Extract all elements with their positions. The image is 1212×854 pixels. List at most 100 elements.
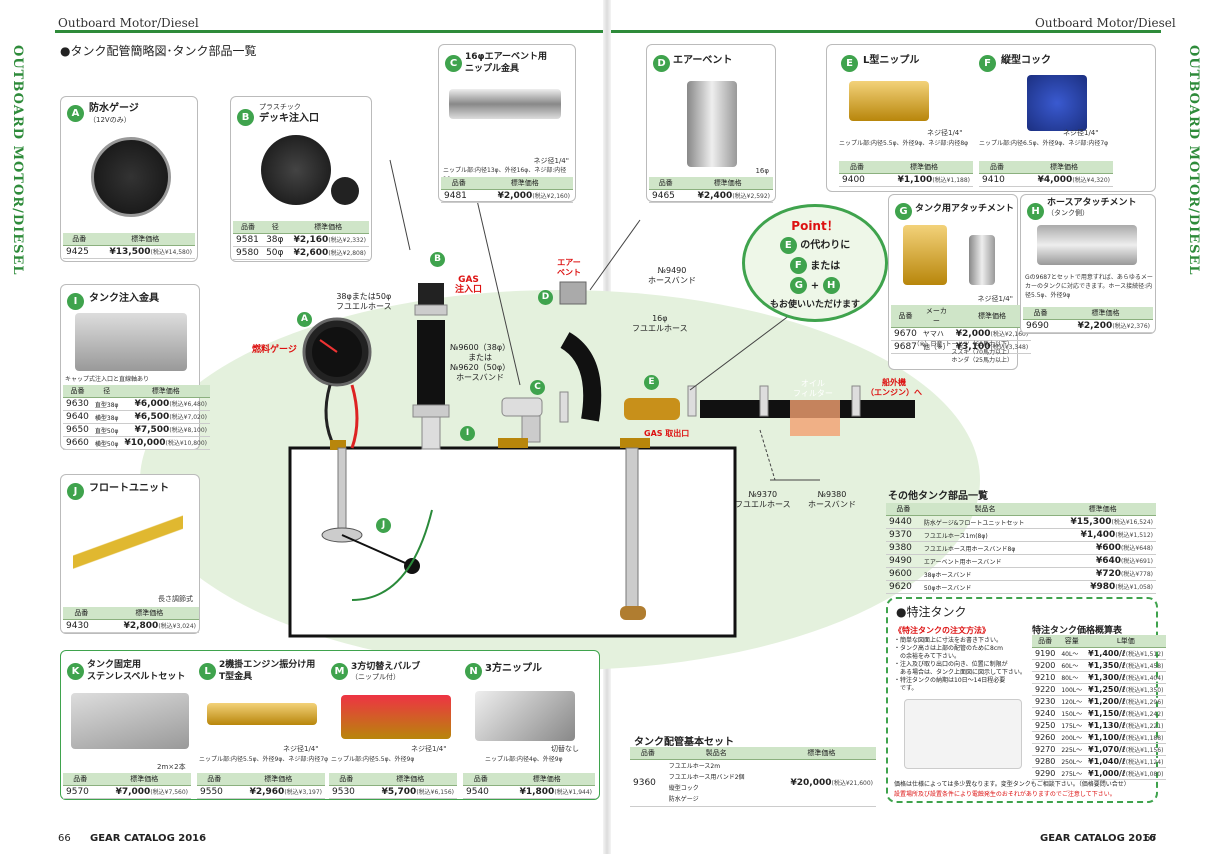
- product-price: ¥10,000: [124, 438, 166, 448]
- product-e-note2: ニップル部:内径5.5φ、外径9φ、ネジ部:内径8φ: [839, 140, 969, 147]
- badge-b: B: [237, 109, 254, 126]
- outboard-label: 船外機 （エンジン）へ: [866, 378, 922, 397]
- product-code: 9530: [329, 785, 364, 799]
- product-price: ¥2,400: [697, 191, 733, 201]
- th-code: 品番: [630, 747, 666, 760]
- point-title: Point！: [791, 219, 839, 233]
- others-tax: (税込¥648): [1121, 545, 1153, 552]
- product-h-note: Gの9687とセットで用意すれば、あらゆるメーカーのタンクに対応できます。ホース…: [1025, 274, 1153, 299]
- order-line: ある場合は、タンク上面図に図示して下さい。: [894, 669, 1026, 676]
- order-line: です。: [894, 685, 918, 692]
- others-name: 38φホースバンド: [920, 567, 1050, 581]
- th-price: 標準価格: [766, 747, 876, 760]
- order-line: ・注入及び取り出口の向き、位置に制限が: [894, 661, 1008, 668]
- others-tax: (税込¥1,058): [1115, 584, 1153, 591]
- product-tax: (税込¥8,100): [169, 427, 207, 434]
- product-code: 9430: [63, 619, 100, 633]
- diagram-pin-c: C: [530, 380, 545, 395]
- product-code: 9540: [463, 785, 499, 799]
- diagram-pin-a: A: [297, 312, 312, 327]
- badge-h: H: [1027, 203, 1044, 220]
- special-foot2: 設置場所及び設置条件により電蝕発生のおそれがありますのでご注意して下さい。: [894, 791, 1116, 798]
- product-dia: 直型50φ: [91, 423, 122, 437]
- th-price: 標準価格: [1015, 161, 1113, 174]
- calc-tax: (税込¥1,512): [1125, 651, 1164, 658]
- deck-cap-image: [331, 177, 359, 205]
- product-l-note2: ニップル部:内径5.5φ、外径9φ、ネジ部:内径7φ: [199, 756, 329, 763]
- calc-tax: (税込¥1,124): [1125, 759, 1164, 766]
- product-code: 9570: [63, 785, 98, 799]
- others-price: ¥640: [1095, 556, 1122, 566]
- three-way-valve-image: [341, 695, 451, 739]
- gas-outlet-label: GAS 取出口: [644, 429, 690, 438]
- product-tax: (税込¥6,156): [416, 789, 454, 796]
- product-card-ef: E L型ニップル ネジ径1/4" ニップル部:内径5.5φ、外径9φ、ネジ部:内…: [826, 44, 1156, 192]
- nipple-fitting-image: [449, 89, 561, 119]
- product-a-price-table: 品番標準価格 9425¥13,500(税込¥14,580): [63, 233, 195, 259]
- badge-a: A: [67, 105, 84, 122]
- product-tax: (税込¥2,160): [990, 331, 1029, 338]
- product-h-price-table: 品番標準価格 9690¥2,200(税込¥2,376): [1023, 307, 1153, 333]
- steel-belt-image: [71, 693, 189, 749]
- product-k-price-table: 品番標準価格 9570¥7,000(税込¥7,560): [63, 773, 191, 799]
- tank-sketch-image: [904, 699, 1022, 769]
- special-order-title: 《特注タンクの注文方法》: [894, 626, 990, 635]
- product-n-note1: 切替なし: [551, 745, 579, 753]
- product-price: ¥2,960: [249, 787, 285, 797]
- point-badge-f: F: [789, 257, 807, 274]
- order-line: ・特注タンクの納期は10日～14日程必要: [894, 677, 1006, 684]
- th-code: 品番: [63, 773, 98, 786]
- product-g-foot: （※）日産･トーハツ（60馬力以下） スズキ（70馬力以上） ホンダ（25馬力以…: [913, 341, 1013, 364]
- badge-d: D: [653, 55, 670, 72]
- point-line2: または: [810, 260, 841, 272]
- th-name: 製品名: [665, 747, 767, 760]
- product-h-title: ホースアタッチメント: [1047, 198, 1137, 208]
- others-code: 9380: [886, 541, 921, 555]
- calc-tax: (税込¥1,458): [1125, 663, 1164, 670]
- product-e-note1: ネジ径1/4": [927, 129, 963, 137]
- fittings-panel: K タンク固定用 ステンレスベルトセット 2m×2本 品番標準価格 9570¥7…: [60, 650, 600, 800]
- product-price: ¥13,500: [109, 247, 151, 257]
- product-price: ¥6,500: [134, 412, 170, 422]
- th-price: 標準価格: [97, 773, 191, 786]
- basic-price: ¥20,000: [790, 778, 832, 788]
- l-nipple-image: [849, 81, 929, 121]
- tank-filler-image: [75, 313, 187, 371]
- side-title-left: OUTBOARD MOTOR/DIESEL: [10, 45, 25, 276]
- product-tax: (税込¥4,320): [1072, 177, 1110, 184]
- header-title-left: Outboard Motor/Diesel: [58, 16, 199, 30]
- header-rule-left: [55, 30, 603, 33]
- calc-code: 9290: [1032, 767, 1059, 780]
- product-e-price-table: 品番標準価格 9400¥1,100(税込¥1,188): [839, 161, 973, 187]
- basic-item: フユエルホース2m: [668, 763, 721, 770]
- product-dia: 直型38φ: [91, 397, 122, 411]
- product-m-price-table: 品番標準価格 9530¥5,700(税込¥6,156): [329, 773, 457, 799]
- basic-item: 縦型コック: [668, 785, 699, 792]
- basic-item: フユエルホース用バンド2個: [668, 774, 745, 781]
- product-tax: (税込¥2,376): [1112, 323, 1150, 330]
- product-j-note: 長さ調節式: [158, 595, 193, 603]
- float-unit-image: [73, 511, 183, 581]
- page-number-left: 66: [58, 833, 71, 844]
- others-code: 9440: [886, 515, 921, 529]
- band-9380-label: №9380 ホースバンド: [808, 490, 856, 509]
- th-code: 品番: [839, 161, 876, 174]
- product-f-price-table: 品番標準価格 9410¥4,000(税込¥4,320): [979, 161, 1113, 187]
- product-maker: 他（※）: [919, 340, 953, 354]
- product-dia: 38φ: [263, 233, 288, 247]
- others-price: ¥15,300: [1070, 517, 1112, 527]
- product-c-title: 16φエアーベント用 ニップル金具: [465, 52, 548, 74]
- th-price: 標準価格: [99, 607, 199, 620]
- product-code: 9581: [233, 233, 264, 247]
- product-i-note: キャップ式注入口と直線軸あり: [65, 376, 150, 383]
- product-price: ¥2,200: [1077, 321, 1113, 331]
- calc-price: ¥1,040/ℓ: [1088, 757, 1126, 766]
- page-number-right: 67: [1144, 833, 1157, 844]
- product-tax: (税込¥7,560): [150, 789, 188, 796]
- calc-tax: (税込¥1,404): [1125, 675, 1164, 682]
- calc-cap: 120L～: [1058, 695, 1086, 708]
- product-code: 9640: [63, 410, 92, 424]
- others-title: その他タンク部品一覧: [888, 491, 988, 502]
